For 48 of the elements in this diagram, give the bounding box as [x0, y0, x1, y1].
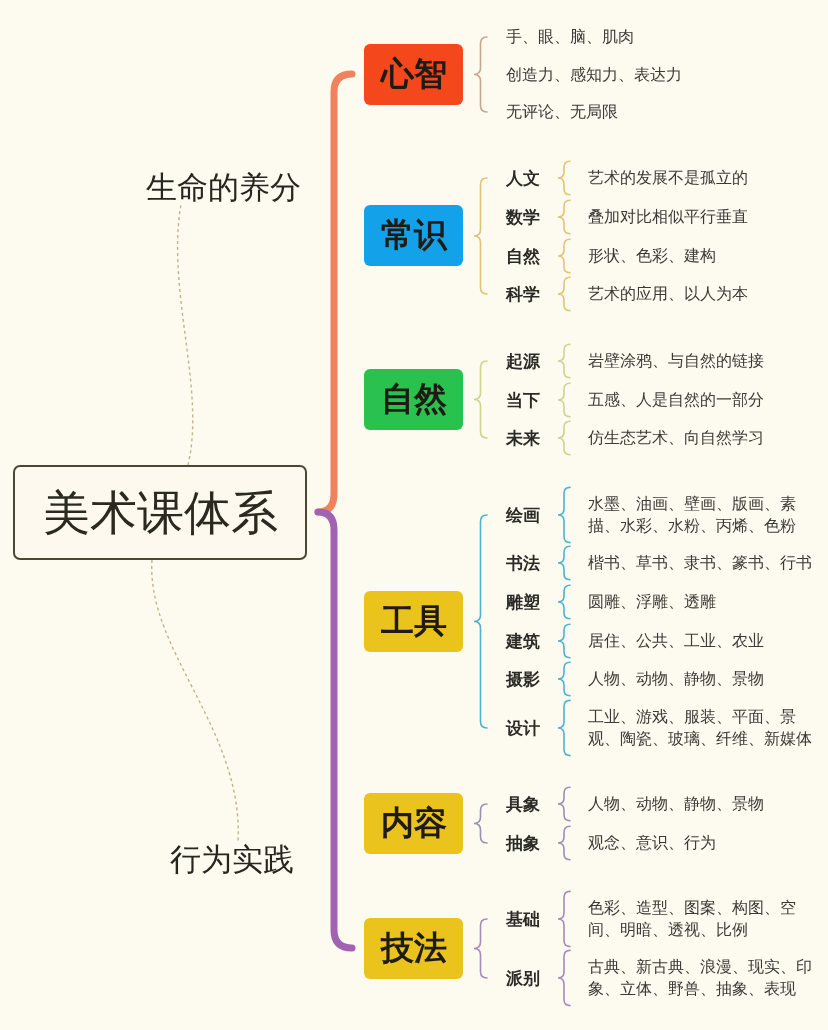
subtopic-label: 书法 — [506, 551, 540, 575]
topic-label: 生命的养分 — [145, 169, 301, 205]
item-text: 色彩、造型、图案、构图、空间、明暗、透视、比例 — [588, 897, 797, 941]
item-text: 叠加对比相似平行垂直 — [588, 206, 748, 228]
subtopic-label: 具象 — [506, 792, 540, 816]
item-text: 水墨、油画、壁画、版画、素描、水彩、水粉、丙烯、色粉 — [588, 493, 797, 537]
item-text: 人物、动物、静物、景物 — [588, 793, 764, 815]
item-text: 形状、色彩、建构 — [588, 245, 716, 267]
subtopic-label: 派别 — [506, 966, 540, 990]
item-text: 工业、游戏、服装、平面、景观、陶瓷、玻璃、纤维、新媒体 — [588, 706, 813, 750]
subtopic-label: 人文 — [506, 166, 540, 190]
item-text: 手、眼、脑、肌肉 — [506, 26, 634, 48]
category-box: 常识 — [364, 205, 463, 266]
dashed-connector — [176, 203, 194, 466]
item-text: 楷书、草书、隶书、篆书、行书 — [588, 552, 812, 574]
category-box: 心智 — [364, 44, 463, 105]
item-text: 观念、意识、行为 — [588, 832, 716, 854]
item-text: 古典、新古典、浪漫、现实、印象、立体、野兽、抽象、表现 — [588, 956, 813, 1000]
item-text: 五感、人是自然的一部分 — [588, 389, 764, 411]
item-text: 人物、动物、静物、景物 — [588, 668, 764, 690]
category-box: 技法 — [364, 918, 463, 979]
dashed-connector — [151, 559, 239, 843]
item-text: 艺术的应用、以人为本 — [588, 283, 748, 305]
item-text: 创造力、感知力、表达力 — [506, 64, 682, 86]
item-text: 艺术的发展不是孤立的 — [588, 167, 748, 189]
subtopic-label: 雕塑 — [506, 590, 540, 614]
item-text: 无评论、无局限 — [506, 101, 618, 123]
subtopic-label: 科学 — [506, 282, 540, 306]
topic-label: 行为实践 — [170, 841, 294, 877]
category-box: 自然 — [364, 369, 463, 430]
root-box: 美术课体系 — [13, 465, 307, 560]
subtopic-label: 数学 — [506, 205, 540, 229]
category-box: 内容 — [364, 793, 463, 854]
category-box: 工具 — [364, 591, 463, 652]
subtopic-label: 未来 — [506, 426, 540, 450]
subtopic-label: 基础 — [506, 907, 540, 931]
subtopic-label: 绘画 — [506, 503, 540, 527]
subtopic-label: 自然 — [506, 244, 540, 268]
subtopic-label: 抽象 — [506, 831, 540, 855]
item-text: 仿生态艺术、向自然学习 — [588, 427, 764, 449]
subtopic-label: 摄影 — [506, 667, 540, 691]
subtopic-label: 当下 — [506, 388, 540, 412]
item-text: 圆雕、浮雕、透雕 — [588, 591, 716, 613]
item-text: 居住、公共、工业、农业 — [588, 630, 764, 652]
subtopic-label: 建筑 — [506, 629, 540, 653]
subtopic-label: 起源 — [506, 349, 540, 373]
subtopic-label: 设计 — [506, 716, 540, 740]
item-text: 岩壁涂鸦、与自然的链接 — [588, 350, 764, 372]
